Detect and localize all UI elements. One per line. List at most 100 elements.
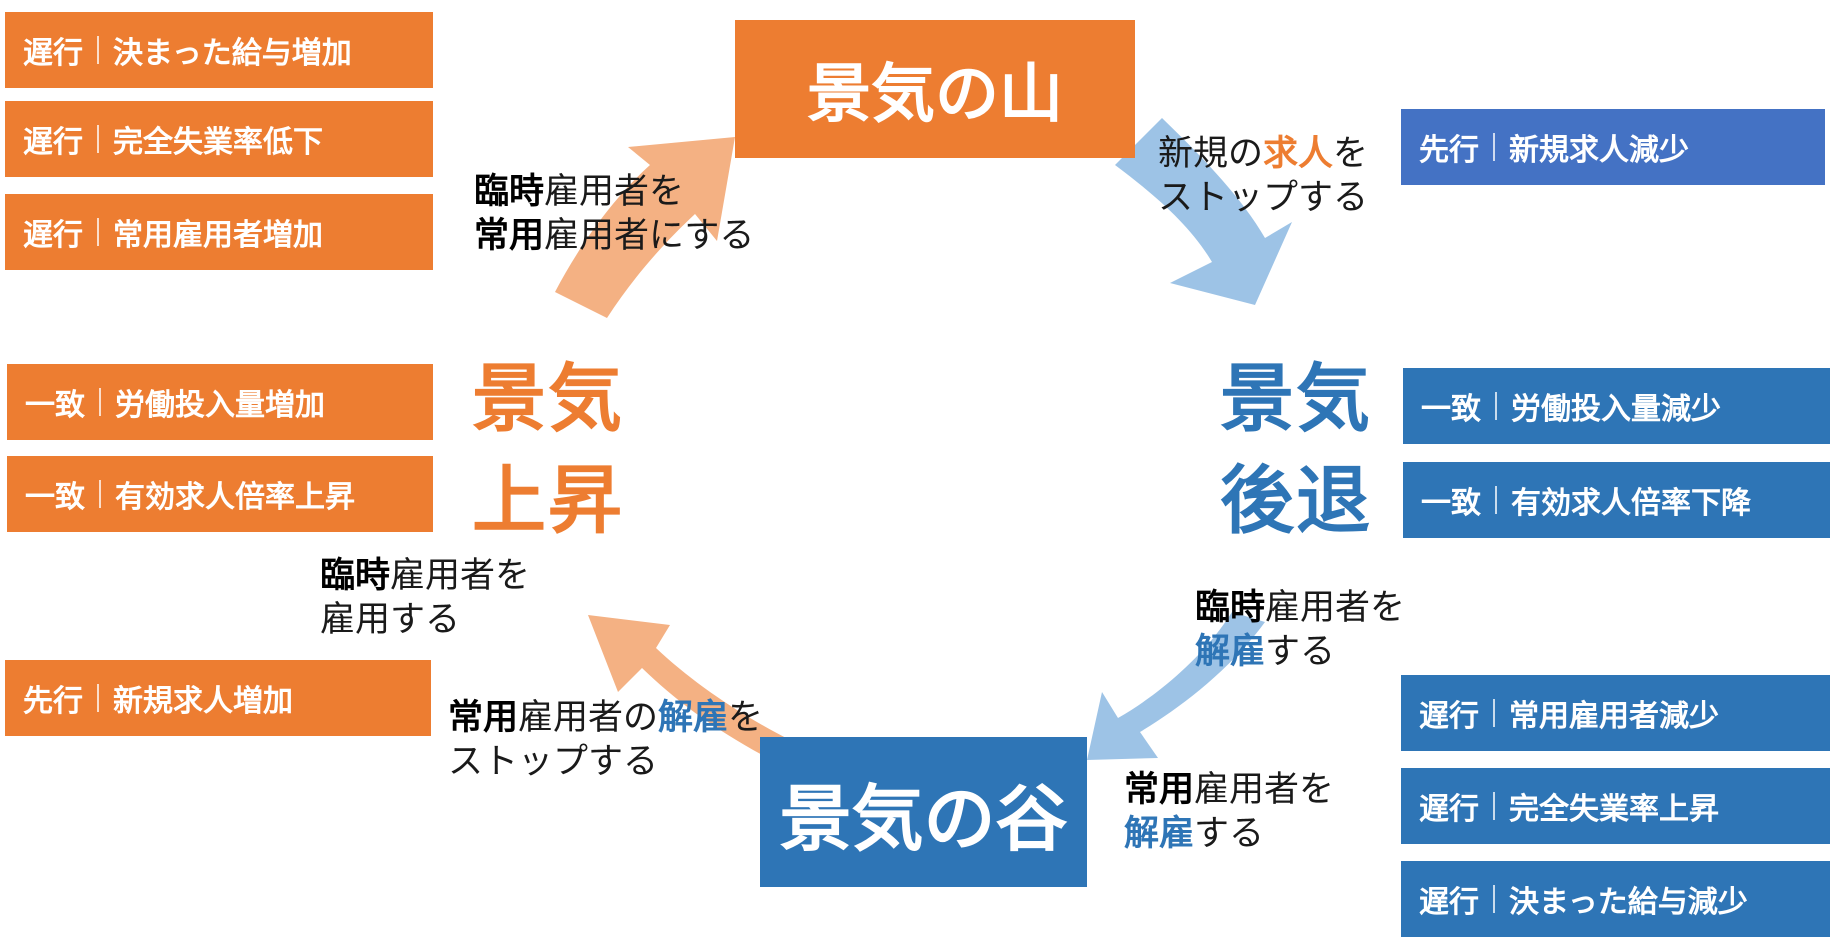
- indicator-text: 決まった給与増加: [113, 36, 352, 71]
- note-bold: 常用: [474, 216, 545, 256]
- note-text: 雇用者を: [544, 172, 685, 212]
- note-bold: 臨時: [320, 556, 391, 596]
- indicator-box-left: 一致労働投入量増加: [7, 364, 433, 440]
- note-text: する: [1265, 632, 1336, 672]
- indicator-box-left: 一致有効求人倍率上昇: [7, 456, 433, 532]
- indicator-text: 労働投入量減少: [1511, 392, 1721, 427]
- indicator-text: 決まった給与減少: [1509, 885, 1748, 920]
- note-text: 雇用者の: [518, 698, 659, 738]
- separator: [97, 125, 99, 153]
- note-hire-temp: 臨時雇用者を 雇用する: [320, 554, 530, 642]
- note-text: 雇用者を: [1194, 770, 1335, 810]
- indicator-text: 有効求人倍率下降: [1511, 486, 1751, 521]
- note-text: を: [728, 698, 764, 738]
- note-line: 常用雇用者を: [1124, 768, 1334, 812]
- indicator-text: 有効求人倍率上昇: [115, 480, 355, 515]
- arrow-to-recession: [1115, 118, 1292, 305]
- separator: [99, 388, 101, 416]
- indicator-tag: 一致: [1421, 392, 1481, 427]
- indicator-box-left: 遅行決まった給与増加: [5, 12, 433, 88]
- indicator-box-right: 遅行完全失業率上昇: [1401, 768, 1830, 844]
- indicator-tag: 遅行: [23, 125, 83, 160]
- recession-phase-label: 景気 後退: [1220, 362, 1372, 538]
- note-highlight: 求人: [1263, 134, 1334, 174]
- expansion-line1: 景気: [472, 356, 624, 442]
- indicator-box-right: 遅行決まった給与減少: [1401, 861, 1830, 937]
- indicator-box-right: 先行新規求人減少: [1401, 109, 1825, 185]
- indicator-text: 新規求人増加: [113, 684, 293, 719]
- indicator-tag: 遅行: [23, 218, 83, 253]
- indicator-tag: 一致: [1421, 486, 1481, 521]
- note-line: 常用雇用者の解雇を: [448, 696, 763, 740]
- note-highlight: 解雇: [1124, 814, 1195, 854]
- separator: [1495, 486, 1497, 514]
- separator: [97, 684, 99, 712]
- note-layoff-temp: 臨時雇用者を 解雇する: [1195, 586, 1405, 674]
- expansion-phase-label: 景気 上昇: [472, 362, 624, 538]
- note-stop-regular-layoffs: 常用雇用者の解雇を ストップする: [448, 696, 763, 784]
- expansion-line2: 上昇: [472, 458, 624, 544]
- note-bold: 常用: [448, 698, 519, 738]
- note-line: 常用雇用者にする: [474, 214, 754, 258]
- arrow-to-trough: [1087, 612, 1265, 760]
- indicator-box-left: 先行新規求人増加: [5, 660, 431, 736]
- note-line: 解雇する: [1124, 812, 1334, 856]
- indicator-tag: 遅行: [1419, 699, 1479, 734]
- note-line: 雇用する: [320, 600, 461, 640]
- trough-title: 景気の谷: [760, 737, 1087, 887]
- note-bold: 臨時: [474, 172, 545, 212]
- note-bold: 臨時: [1195, 588, 1266, 628]
- note-layoff-regular: 常用雇用者を 解雇する: [1124, 768, 1334, 856]
- indicator-tag: 遅行: [1419, 792, 1479, 827]
- note-line: 臨時雇用者を: [320, 554, 530, 598]
- indicator-box-right: 一致有効求人倍率下降: [1403, 462, 1830, 538]
- note-text: 雇用者にする: [544, 216, 755, 256]
- arrow-to-peak: [555, 137, 735, 318]
- indicator-text: 常用雇用者増加: [113, 218, 323, 253]
- note-line: ストップする: [1158, 178, 1369, 218]
- indicator-box-left: 遅行常用雇用者増加: [5, 194, 433, 270]
- separator: [1493, 699, 1495, 727]
- indicator-tag: 一致: [25, 480, 85, 515]
- note-line: ストップする: [448, 742, 659, 782]
- separator: [1493, 792, 1495, 820]
- note-line: 解雇する: [1195, 630, 1405, 674]
- note-text: を: [1333, 134, 1369, 174]
- separator: [1493, 885, 1495, 913]
- indicator-text: 労働投入量増加: [115, 388, 325, 423]
- note-line: 新規の求人を: [1158, 132, 1368, 176]
- indicator-text: 新規求人減少: [1509, 133, 1689, 168]
- indicator-text: 完全失業率上昇: [1509, 792, 1719, 827]
- note-line: 臨時雇用者を: [474, 170, 754, 214]
- indicator-box-right: 一致労働投入量減少: [1403, 368, 1830, 444]
- separator: [1495, 392, 1497, 420]
- note-highlight: 解雇: [658, 698, 729, 738]
- peak-title: 景気の山: [735, 20, 1135, 158]
- indicator-tag: 先行: [23, 684, 83, 719]
- separator: [1493, 133, 1495, 161]
- indicator-tag: 遅行: [23, 36, 83, 71]
- note-line: 臨時雇用者を: [1195, 586, 1405, 630]
- note-temp-to-regular: 臨時雇用者を 常用雇用者にする: [474, 170, 754, 258]
- separator: [99, 480, 101, 508]
- note-text: 新規の: [1158, 134, 1264, 174]
- separator: [97, 218, 99, 246]
- recession-line2: 後退: [1220, 458, 1372, 544]
- note-text: 雇用者を: [1265, 588, 1406, 628]
- indicator-tag: 先行: [1419, 133, 1479, 168]
- indicator-text: 完全失業率低下: [113, 125, 323, 160]
- indicator-box-right: 遅行常用雇用者減少: [1401, 675, 1830, 751]
- indicator-tag: 遅行: [1419, 885, 1479, 920]
- arrow-to-expansion: [588, 615, 790, 758]
- note-text: する: [1194, 814, 1265, 854]
- separator: [97, 36, 99, 64]
- note-highlight: 解雇: [1195, 632, 1266, 672]
- note-stop-new-hiring: 新規の求人を ストップする: [1158, 132, 1368, 220]
- recession-line1: 景気: [1220, 356, 1372, 442]
- indicator-tag: 一致: [25, 388, 85, 423]
- note-text: 雇用者を: [390, 556, 531, 596]
- note-bold: 常用: [1124, 770, 1195, 810]
- indicator-box-left: 遅行完全失業率低下: [5, 101, 433, 177]
- indicator-text: 常用雇用者減少: [1509, 699, 1719, 734]
